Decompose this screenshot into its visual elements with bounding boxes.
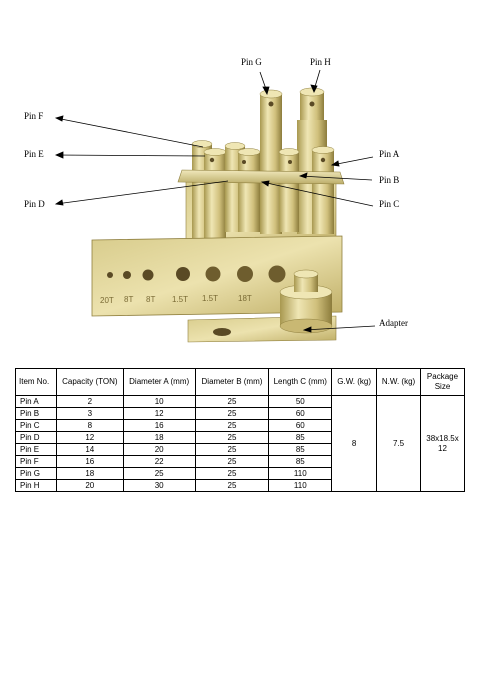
callout-pin-f: Pin F (24, 111, 44, 121)
cell-length-c: 85 (268, 443, 333, 456)
table-row: Pin H 20 30 25 110 (15, 479, 465, 492)
cell-item: Pin F (15, 455, 57, 468)
table-row: Pin B 3 12 25 60 (15, 407, 465, 420)
table-row: Pin A 2 10 25 50 8 7.5 38x18.5x 12 (15, 395, 466, 492)
stamp: 20T (100, 296, 114, 305)
stamp: 8T (146, 295, 155, 304)
cell-capacity: 18 (55, 467, 124, 480)
table-row: Pin D 12 18 25 85 (15, 431, 465, 444)
callout-pin-b: Pin B (379, 175, 400, 185)
cell-diameter-b: 25 (194, 467, 270, 480)
cell-net-weight: 7.5 (376, 395, 421, 492)
cell-length-c: 85 (268, 431, 333, 444)
pin-b (278, 148, 300, 232)
cell-diameter-a: 12 (122, 407, 196, 420)
cell-diameter-a: 20 (122, 443, 196, 456)
pin-g (259, 89, 283, 234)
cell-item: Pin C (15, 419, 57, 432)
pin-shelf (177, 169, 345, 185)
foot-hole (213, 328, 231, 336)
cell-length-c: 60 (268, 407, 333, 420)
callout-adapter: Adapter (379, 318, 408, 328)
cell-diameter-a: 16 (122, 419, 196, 432)
header-item: Item No. (15, 368, 57, 396)
stamp: 18T (238, 294, 252, 303)
pin-a (311, 146, 335, 234)
cell-diameter-b: 25 (194, 407, 270, 420)
header-length-c: Length C (mm) (268, 368, 333, 396)
cell-capacity: 8 (55, 419, 124, 432)
cell-diameter-a: 30 (122, 479, 196, 492)
table-row: Pin F 16 22 25 85 (15, 455, 465, 468)
cell-item: Pin B (15, 407, 57, 420)
callout-pin-c: Pin C (379, 199, 400, 209)
cell-length-c: 60 (268, 419, 333, 432)
callout-pin-h: Pin H (310, 57, 331, 67)
pin-c (237, 148, 261, 232)
cell-length-c: 50 (268, 395, 333, 408)
callout-pin-d: Pin D (24, 199, 45, 209)
cell-diameter-a: 10 (122, 395, 196, 408)
cell-diameter-a: 25 (122, 467, 196, 480)
pin-set-illustration: 20T 8T 8T 1.5T 1.5T 18T (54, 69, 376, 343)
cell-capacity: 2 (55, 395, 124, 408)
header-diameter-b: Diameter B (mm) (194, 368, 270, 396)
cell-diameter-b: 25 (194, 455, 270, 468)
cell-item: Pin E (15, 443, 57, 456)
cell-diameter-b: 25 (194, 479, 270, 492)
cell-package-size: 38x18.5x 12 (419, 395, 466, 492)
stamp: 1.5T (172, 295, 188, 304)
cell-length-c: 110 (268, 467, 333, 480)
cell-diameter-b: 25 (194, 431, 270, 444)
base-plate (91, 235, 343, 317)
callout-pin-g: Pin G (241, 57, 262, 67)
plate-stamps: 20T 8T 8T 1.5T 1.5T 18T (100, 294, 252, 305)
header-package-size: Package Size (419, 368, 466, 396)
cell-gross-weight: 8 (331, 395, 378, 492)
cell-item: Pin G (15, 467, 57, 480)
callout-pin-e: Pin E (24, 149, 44, 159)
header-diameter-a: Diameter A (mm) (122, 368, 196, 396)
cell-capacity: 20 (55, 479, 124, 492)
cell-length-c: 110 (268, 479, 333, 492)
cell-capacity: 3 (55, 407, 124, 420)
cell-diameter-a: 18 (122, 431, 196, 444)
spec-table: Item No. Capacity (TON) Diameter A (mm) … (15, 368, 466, 492)
cell-item: Pin A (15, 395, 57, 408)
callout-arrows (54, 69, 376, 333)
pin-e (203, 148, 227, 252)
cell-diameter-b: 25 (194, 419, 270, 432)
cell-diameter-b: 25 (194, 395, 270, 408)
callout-pin-a: Pin A (379, 149, 400, 159)
header-capacity: Capacity (TON) (55, 368, 124, 396)
cell-capacity: 12 (55, 431, 124, 444)
cell-capacity: 14 (55, 443, 124, 456)
cell-item: Pin D (15, 431, 57, 444)
cell-diameter-a: 22 (122, 455, 196, 468)
product-figure: 20T 8T 8T 1.5T 1.5T 18T (24, 57, 408, 343)
cell-capacity: 16 (55, 455, 124, 468)
cell-length-c: 85 (268, 455, 333, 468)
header-gross-weight: G.W. (kg) (331, 368, 378, 396)
stamp: 8T (124, 295, 133, 304)
cell-item: Pin H (15, 479, 57, 492)
cell-diameter-b: 25 (194, 443, 270, 456)
table-header-row: Item No. Capacity (TON) Diameter A (mm) … (15, 368, 466, 396)
header-net-weight: N.W. (kg) (376, 368, 421, 396)
stamp: 1.5T (202, 294, 218, 303)
